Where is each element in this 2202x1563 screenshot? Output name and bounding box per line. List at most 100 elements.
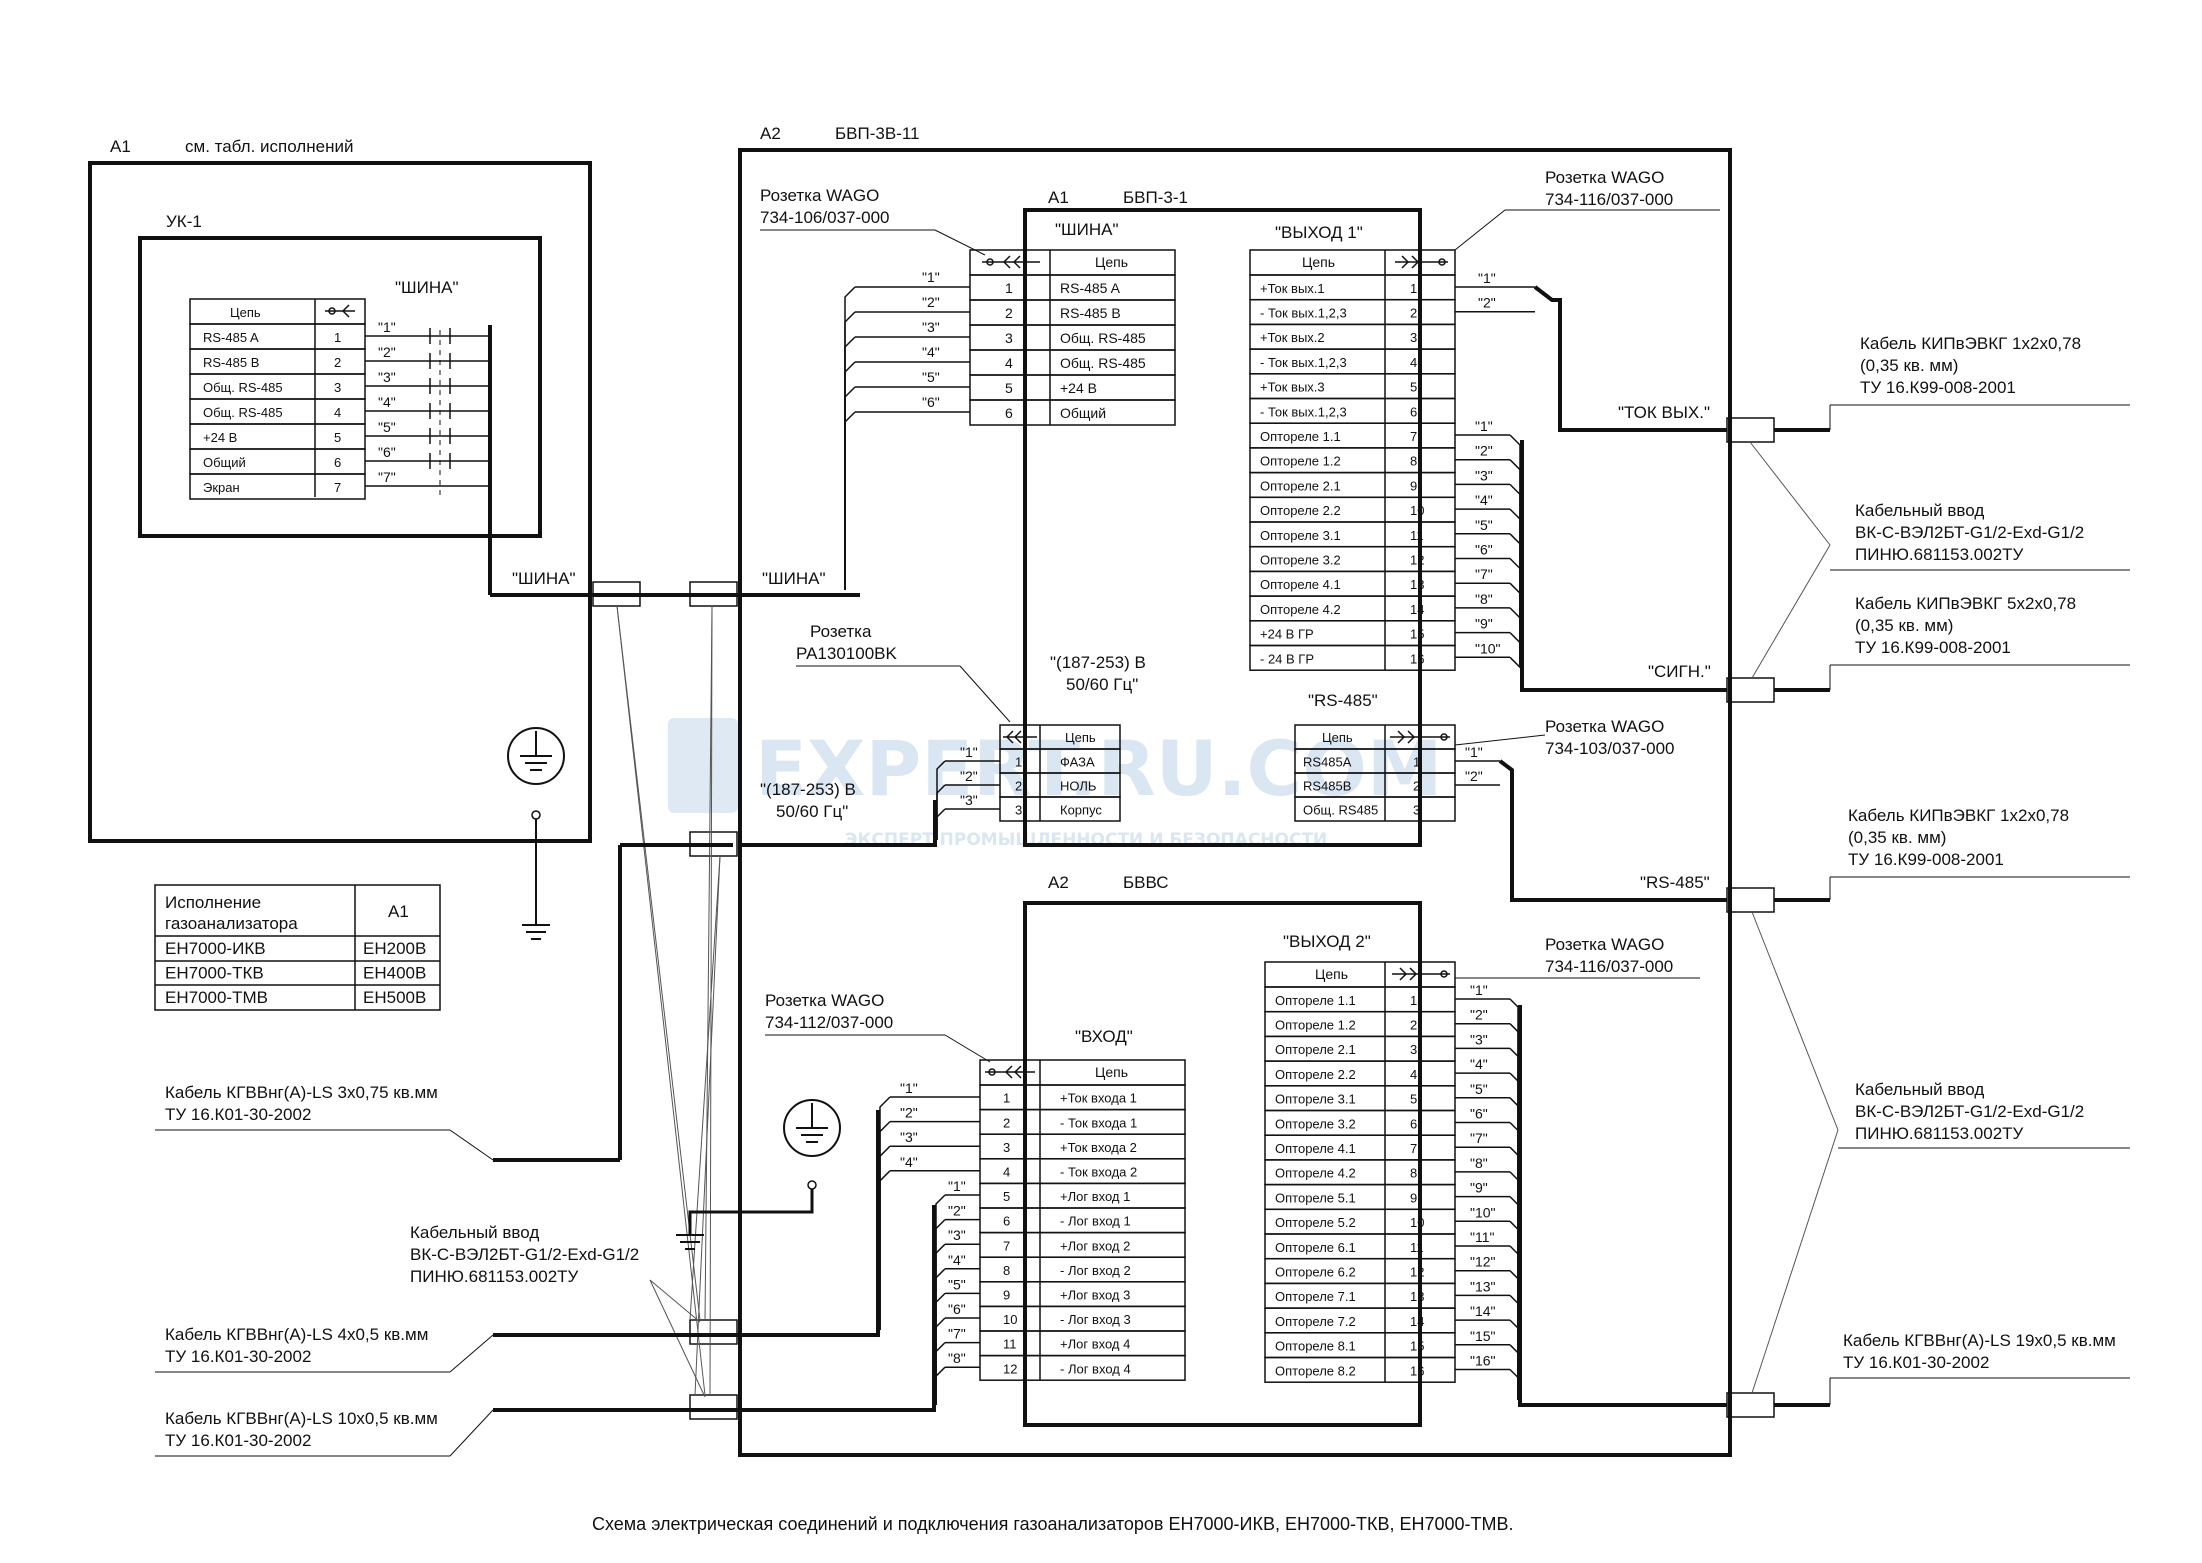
cables-right: Кабель КИПвЭВКГ 1х2х0,78 (0,35 кв. мм) Т… bbox=[1829, 334, 2130, 1405]
wire-label: "1" bbox=[1465, 744, 1483, 760]
wire-label: "2" bbox=[1475, 443, 1493, 459]
cable-glands-left bbox=[592, 581, 738, 1420]
cell-pin: 9 bbox=[1410, 1190, 1417, 1205]
cell-name: RS-485 B bbox=[1060, 305, 1121, 321]
bvp-shina-socket-code: 734-106/037-000 bbox=[760, 208, 890, 227]
wire-label: "10" bbox=[1475, 640, 1501, 656]
wire-label: "2" bbox=[1470, 1007, 1488, 1023]
watermark: EXPERT.RU.COM ЭКСПЕРТ ПРОМЫШЛЕННОСТИ И Б… bbox=[668, 718, 1443, 850]
cell-name: Оптореле 4.1 bbox=[1275, 1141, 1356, 1156]
wire-label: "7" bbox=[378, 469, 396, 485]
cable-gland bbox=[1726, 1392, 1775, 1418]
wire-label: "2" bbox=[922, 294, 940, 310]
wire-label: "6" bbox=[948, 1301, 966, 1317]
cell-pin: 11 bbox=[1003, 1337, 1017, 1352]
cable-sign-label: Кабель КИПвЭВКГ 5х2х0,78 (0,35 кв. мм) Т… bbox=[1829, 594, 2130, 690]
wire-label: "4" bbox=[1470, 1056, 1488, 1072]
cell-name: Общий bbox=[203, 455, 246, 470]
svg-text:Цепь: Цепь bbox=[1095, 254, 1128, 270]
svg-text:ТУ 16.К01-30-2002: ТУ 16.К01-30-2002 bbox=[1843, 1353, 1989, 1372]
cell-pin: 8 bbox=[1003, 1263, 1010, 1278]
wire-label: "8" bbox=[1470, 1155, 1488, 1171]
cell-name: Оптореле 2.1 bbox=[1275, 1042, 1356, 1057]
cell-name: - Лог вход 3 bbox=[1060, 1312, 1131, 1327]
cell-pin: 10 bbox=[1003, 1312, 1017, 1327]
wire-label: "13" bbox=[1470, 1278, 1496, 1294]
tok-out-label: "ТОК ВЫХ." bbox=[1618, 403, 1710, 422]
cell-name: Оптореле 5.1 bbox=[1275, 1190, 1356, 1205]
cell-name: +Лог вход 3 bbox=[1060, 1288, 1130, 1303]
svg-text:(0,35 кв. мм): (0,35 кв. мм) bbox=[1848, 828, 1946, 847]
cell-name: +Ток вых.3 bbox=[1260, 380, 1325, 395]
wire-label: "1" bbox=[948, 1178, 966, 1194]
cell-name: Оптореле 3.1 bbox=[1275, 1092, 1356, 1107]
cell-name: Оптореле 1.2 bbox=[1260, 454, 1341, 469]
wire-label: "10" bbox=[1470, 1204, 1496, 1220]
cable-vyhod2-label: Кабель КГВВнг(А)-LS 19х0,5 кв.мм ТУ 16.К… bbox=[1829, 1331, 2130, 1405]
cell-name: RS485B bbox=[1303, 778, 1351, 793]
socket-symbol-icon bbox=[325, 304, 355, 318]
cell-pin: 4 bbox=[1410, 355, 1417, 370]
cell-name: Оптореле 2.2 bbox=[1260, 503, 1341, 518]
table-row: Оптореле 2.2 10 bbox=[1249, 496, 1456, 523]
cell-pin: 3 bbox=[1005, 330, 1013, 346]
wire-label: "3" bbox=[1470, 1031, 1488, 1047]
cell-pin: 13 bbox=[1410, 1289, 1424, 1304]
wire-label: "5" bbox=[378, 419, 396, 435]
earth-icon bbox=[676, 1234, 704, 1250]
power-socket-code: PA130100BK bbox=[796, 644, 897, 663]
cell-pin: 2 bbox=[334, 355, 341, 370]
svg-text:Кабель КИПвЭВКГ 5х2х0,78: Кабель КИПвЭВКГ 5х2х0,78 bbox=[1855, 594, 2076, 613]
cell-name: Оптореле 7.1 bbox=[1275, 1289, 1356, 1304]
cable-vhod-label: Кабель КГВВнг(А)-LS 4х0,5 кв.мм ТУ 16.К0… bbox=[155, 1325, 494, 1373]
cell-a1: ЕН400В bbox=[363, 964, 426, 983]
cell-name: Оптореле 6.1 bbox=[1275, 1240, 1356, 1255]
cell-a1: ЕН200В bbox=[363, 939, 426, 958]
cell-name: Оптореле 4.1 bbox=[1260, 577, 1341, 592]
svg-text:ТУ 16.К01-30-2002: ТУ 16.К01-30-2002 bbox=[165, 1347, 311, 1366]
table-row: 9+Лог вход 3 bbox=[979, 1281, 1186, 1308]
cable-glands-right bbox=[1726, 417, 1839, 1418]
socket-symbol-icon bbox=[1390, 730, 1450, 744]
table-row: 6- Лог вход 1 bbox=[979, 1207, 1186, 1234]
cell-name: ФАЗА bbox=[1060, 754, 1095, 769]
wire-label: "1" bbox=[960, 744, 978, 760]
cable-log-label: Кабель КГВВнг(А)-LS 10х0,5 кв.мм ТУ 16.К… bbox=[155, 1409, 494, 1457]
svg-text:Кабель КГВВнг(А)-LS 19х0,5 кв.: Кабель КГВВнг(А)-LS 19х0,5 кв.мм bbox=[1843, 1331, 2116, 1350]
svg-text:ТУ 16.К01-30-2002: ТУ 16.К01-30-2002 bbox=[165, 1105, 311, 1124]
cell-pin: 2 bbox=[1015, 778, 1022, 793]
wire-label: "9" bbox=[1470, 1180, 1488, 1196]
versions-header-2: газоанализатора bbox=[165, 914, 298, 933]
versions-table: Исполнение газоанализатора А1 ЕН7000-ИКВ… bbox=[154, 884, 441, 1011]
cables-left: Кабель КГВВнг(А)-LS 3х0,75 кв.мм ТУ 16.К… bbox=[155, 843, 740, 1457]
wire-label: "1" bbox=[378, 319, 396, 335]
wire-label: "15" bbox=[1470, 1328, 1496, 1344]
svg-text:Цепь: Цепь bbox=[1095, 1064, 1128, 1080]
bvp-shina-socket-label: Розетка WAGO bbox=[760, 186, 879, 205]
cell-pin: 10 bbox=[1410, 503, 1424, 518]
a1-block: А1 см. табл. исполнений УК-1 "ШИНА" Цепь… bbox=[88, 137, 733, 940]
cell-name: НОЛЬ bbox=[1060, 778, 1096, 793]
wire-label: "1" bbox=[900, 1080, 918, 1096]
bvvs-block: А2 БВВС "ВХОД" Розетка WAGO 734-112/037-… bbox=[676, 873, 1727, 1427]
ground-icon bbox=[507, 727, 565, 785]
cable-gland bbox=[592, 581, 641, 607]
cell-pin: 3 bbox=[1410, 330, 1417, 345]
bvp-frame bbox=[1023, 208, 1422, 847]
cell-pin: 16 bbox=[1410, 1363, 1424, 1378]
cell-pin: 14 bbox=[1410, 602, 1424, 617]
